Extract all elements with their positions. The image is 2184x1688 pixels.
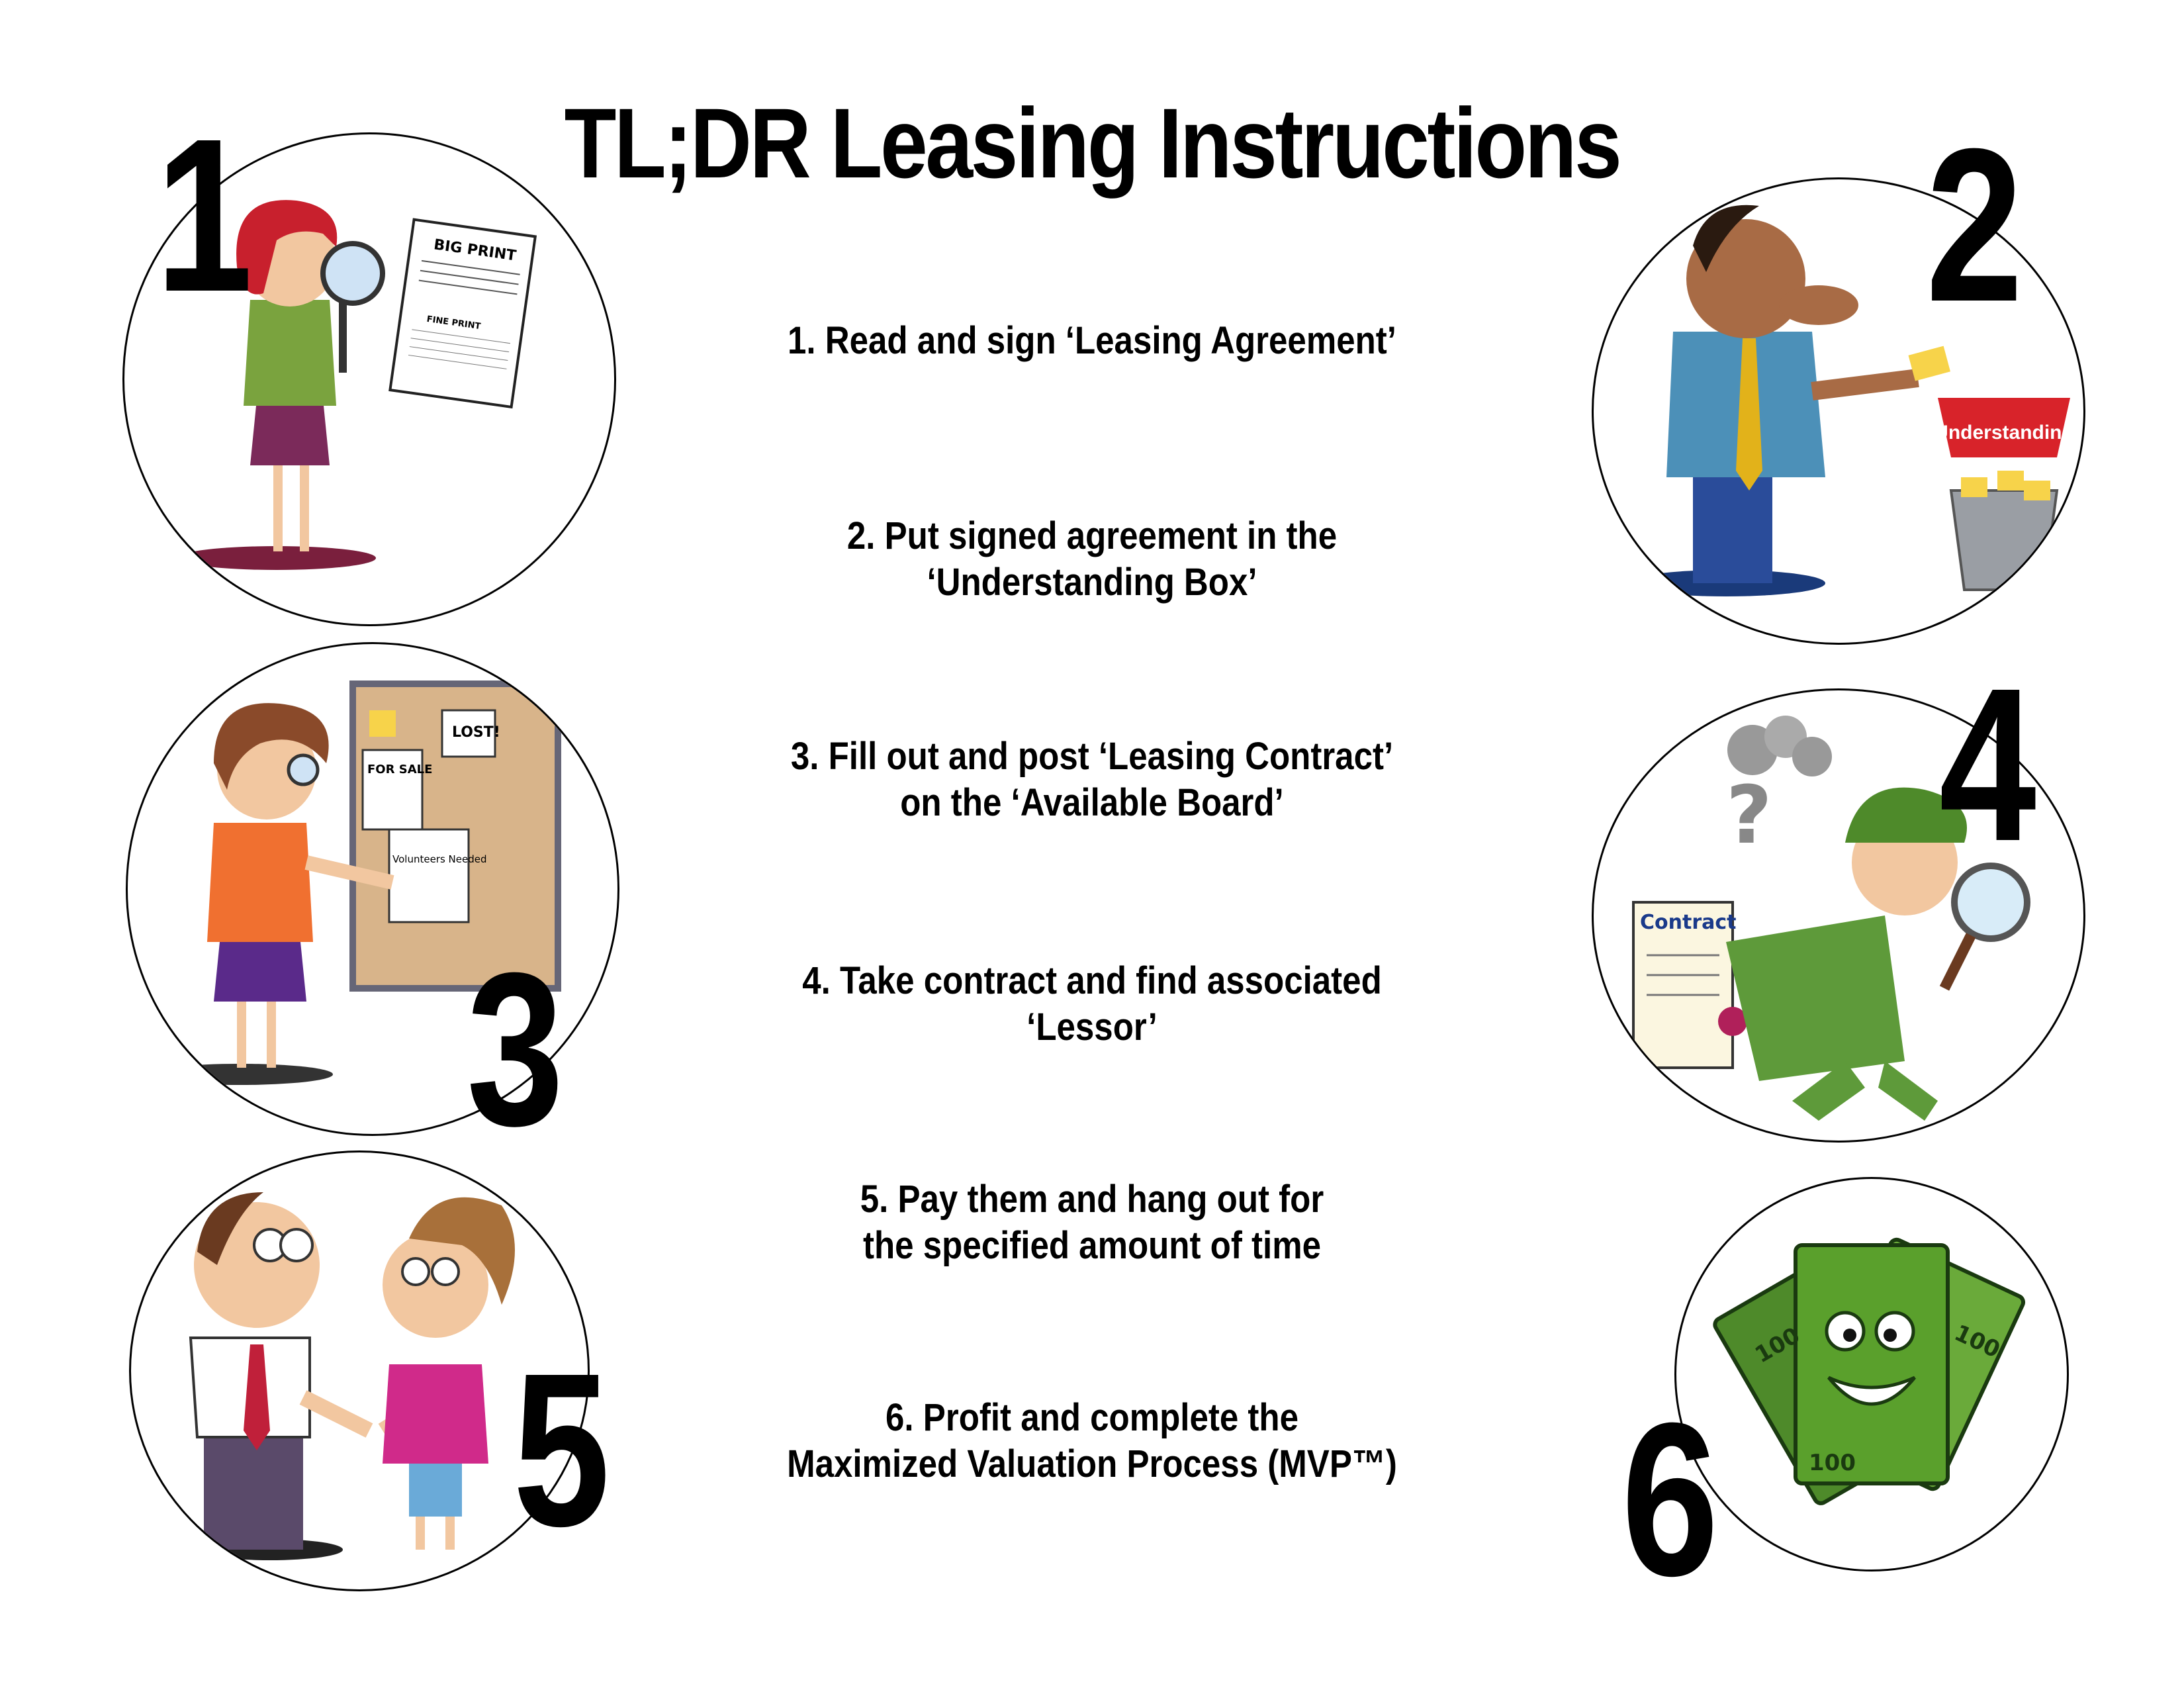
step-number-4: 4: [1939, 642, 2036, 886]
step5-illustration: [129, 1150, 590, 1591]
detective-icon: ? Contract: [1632, 716, 2030, 1121]
step3-illustration: LOST! FOR SALE Volunteers Needed: [126, 642, 619, 1136]
step-4-line-1: 4. Take contract and find associated: [802, 959, 1382, 1002]
step-4-line-2: ‘Lessor’: [1026, 1006, 1158, 1049]
step-number-5: 5: [513, 1327, 610, 1571]
step-4-text: 4. Take contract and find associated ‘Le…: [743, 958, 1441, 1051]
svg-text:?: ?: [1726, 770, 1772, 862]
step2-illustration: Understanding: [1592, 177, 2085, 645]
box-label: Understanding: [1934, 422, 2074, 444]
contract-label: Contract: [1640, 911, 1737, 934]
bill-label-3: 100: [1809, 1450, 1856, 1476]
lost-note: LOST!: [452, 724, 500, 741]
step-3-text: 3. Fill out and post ‘Leasing Contract’ …: [743, 733, 1441, 826]
step-6-line-2: Maximized Valuation Process (MVP™): [787, 1442, 1397, 1485]
step-6-line-1: 6. Profit and complete the: [886, 1396, 1298, 1439]
step-1-line-1: 1. Read and sign ‘Leasing Agreement’: [788, 319, 1396, 362]
step-number-6: 6: [1621, 1377, 1719, 1621]
step-5-text: 5. Pay them and hang out for the specifi…: [743, 1176, 1441, 1269]
bulletin-board-icon: LOST! FOR SALE Volunteers Needed: [148, 680, 561, 1085]
step-number-3: 3: [467, 927, 564, 1171]
step-number-1: 1: [156, 93, 253, 337]
reading-fine-print-icon: BIG PRINT FINE PRINT: [177, 200, 537, 570]
step-3-line-2: on the ‘Available Board’: [900, 781, 1284, 824]
step-2-line-2: ‘Understanding Box’: [927, 561, 1257, 604]
page-title: TL;DR Leasing Instructions: [564, 87, 1622, 199]
step-5-line-2: the specified amount of time: [863, 1224, 1321, 1267]
step-2-text: 2. Put signed agreement in the ‘Understa…: [743, 513, 1441, 606]
step1-illustration: BIG PRINT FINE PRINT: [122, 132, 616, 626]
step-6-text: 6. Profit and complete the Maximized Val…: [743, 1395, 1441, 1487]
money-pile-icon: 100 100 100: [1713, 1237, 2026, 1505]
step-5-line-1: 5. Pay them and hang out for: [860, 1178, 1324, 1221]
step-1-text: 1. Read and sign ‘Leasing Agreement’: [743, 318, 1441, 364]
step6-illustration: 100 100 100: [1674, 1177, 2069, 1571]
step4-illustration: ? Contract: [1592, 688, 2085, 1143]
step-3-line-1: 3. Fill out and post ‘Leasing Contract’: [790, 735, 1394, 778]
handshake-icon: [189, 1192, 515, 1560]
understanding-box-icon: Understanding: [1627, 205, 2074, 596]
step-2-line-1: 2. Put signed agreement in the: [846, 514, 1338, 557]
for-sale-note: FOR SALE: [367, 763, 432, 776]
volunteers-note: Volunteers Needed: [392, 853, 487, 865]
step-number-2: 2: [1926, 103, 2023, 347]
